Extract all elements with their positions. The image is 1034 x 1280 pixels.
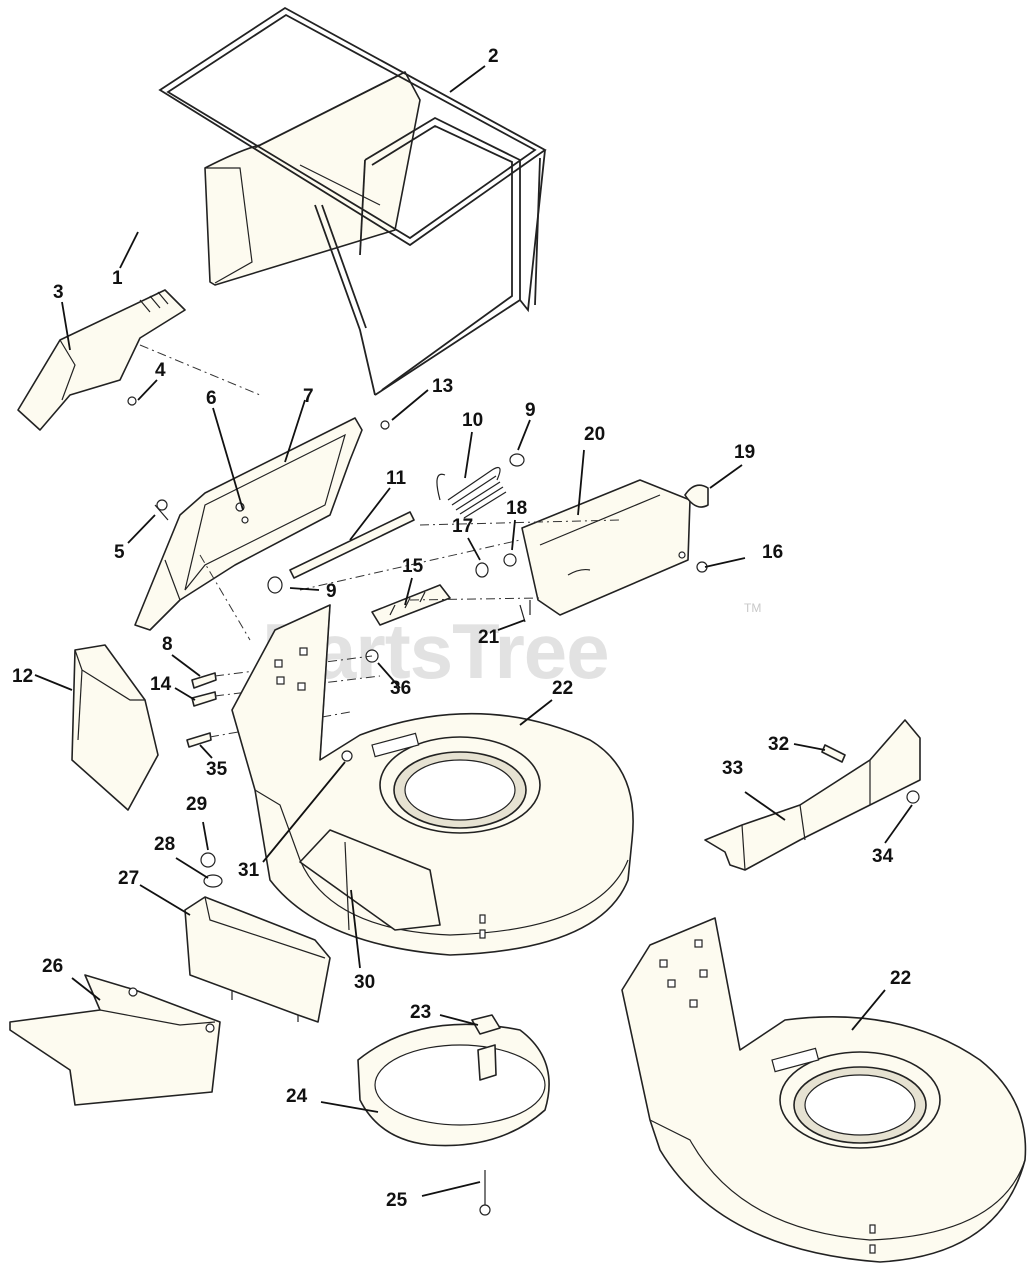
callout-21: 21 [478, 627, 500, 648]
callout-6: 6 [206, 388, 217, 409]
callout-17: 17 [452, 516, 473, 537]
callout-16: 16 [762, 542, 783, 563]
callout-10: 10 [462, 410, 483, 431]
callout-11: 11 [386, 468, 407, 489]
callout-31: 31 [238, 860, 260, 881]
callout-27: 27 [118, 868, 139, 889]
part-10-spring [436, 467, 507, 519]
callout-25: 25 [386, 1190, 408, 1211]
callout-3: 3 [53, 282, 64, 303]
watermark-tm: TM [744, 601, 761, 615]
bolts-8-14-35 [186, 649, 379, 748]
callout-30: 30 [354, 972, 375, 993]
part-11-rod [267, 511, 415, 594]
part-24-ring [357, 1014, 550, 1216]
callout-1: 1 [112, 268, 123, 289]
callout-7: 7 [303, 386, 314, 407]
callout-33: 33 [722, 758, 743, 779]
part-33-channel [704, 719, 921, 871]
grass-bag-frame [158, 6, 547, 396]
small-hardware [156, 420, 709, 623]
callout-5: 5 [114, 542, 125, 563]
part-27-guard [184, 896, 331, 1023]
hardware-28-31 [200, 841, 350, 931]
callout-8: 8 [162, 634, 173, 655]
callout-9-top: 9 [525, 400, 536, 421]
part-22-housing-upper [231, 604, 634, 956]
part-22-housing-lower [621, 917, 1027, 1263]
callout-13: 13 [432, 376, 453, 397]
callout-26: 26 [42, 956, 63, 977]
callout-28: 28 [154, 834, 175, 855]
callouts: 1 2 3 4 5 6 7 8 9 9 10 11 12 13 14 15 16… [12, 46, 911, 1211]
callout-36: 36 [390, 678, 411, 699]
callout-22-lower: 22 [890, 968, 911, 989]
callout-34: 34 [872, 846, 894, 867]
part-15-bracket [371, 584, 451, 626]
callout-4: 4 [155, 360, 166, 381]
part-26-chute [9, 974, 221, 1106]
part-12-deflector [71, 644, 159, 811]
callout-24: 24 [286, 1086, 308, 1107]
callout-23: 23 [410, 1002, 431, 1023]
part-20-door [521, 479, 691, 616]
part-7-plate [134, 417, 363, 631]
callout-32: 32 [768, 734, 789, 755]
part-3-bracket [17, 289, 186, 431]
callout-19: 19 [734, 442, 755, 463]
callout-9-mid: 9 [326, 581, 337, 602]
leader-lines [34, 65, 913, 1197]
callout-12: 12 [12, 666, 33, 687]
callout-29: 29 [186, 794, 207, 815]
callout-35: 35 [206, 759, 228, 780]
callout-14: 14 [150, 674, 172, 695]
callout-2: 2 [488, 46, 499, 67]
callout-22-upper: 22 [552, 678, 573, 699]
callout-18: 18 [506, 498, 527, 519]
callout-20: 20 [584, 424, 605, 445]
callout-15: 15 [402, 556, 424, 577]
